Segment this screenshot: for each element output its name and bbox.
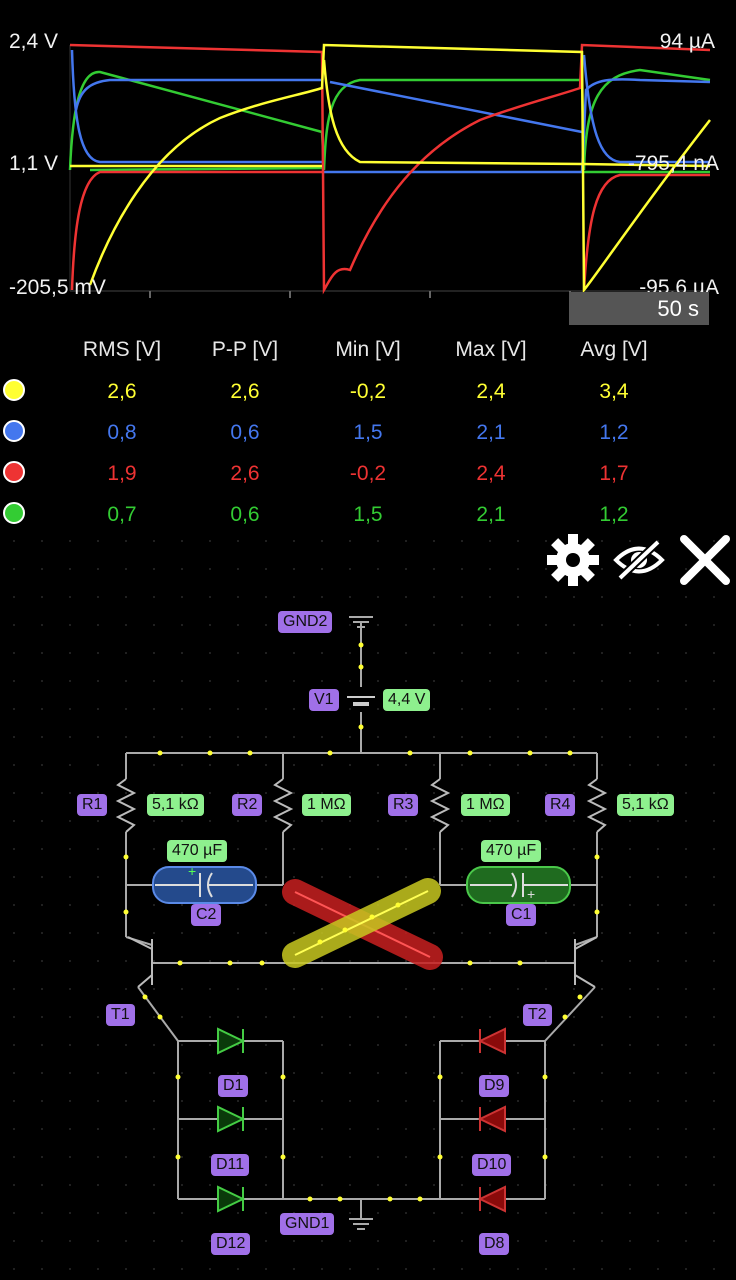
gear-icon xyxy=(547,534,599,586)
trace-red xyxy=(69,43,711,295)
cross-wire-yellow[interactable] xyxy=(282,878,441,968)
transistor-t2[interactable] xyxy=(574,936,598,988)
channel-1-indicator[interactable] xyxy=(3,420,25,442)
trace-red-low xyxy=(70,170,710,291)
channel-0-indicator[interactable] xyxy=(3,379,25,401)
transistor-t1[interactable] xyxy=(127,936,153,988)
stat-value: 1,5 xyxy=(353,421,383,444)
stat-value: 0,6 xyxy=(230,503,260,526)
hide-button[interactable] xyxy=(610,533,668,587)
stat-value: 1,5 xyxy=(353,503,383,526)
trace-green xyxy=(68,68,711,171)
current-dots xyxy=(123,642,600,1202)
right-axis-mid: -795,4 nA xyxy=(627,152,719,175)
stat-value: 2,6 xyxy=(107,380,137,403)
stat-value: 1,9 xyxy=(107,462,137,485)
left-axis-mid: 1,1 V xyxy=(9,152,59,175)
v1-battery-symbol[interactable] xyxy=(347,696,375,706)
settings-button[interactable] xyxy=(544,533,602,587)
capacitor-c2-symbol xyxy=(155,872,253,898)
circuit-schematic[interactable]: + + xyxy=(0,527,736,1280)
scope-plot[interactable] xyxy=(0,0,736,330)
stat-value: 2,1 xyxy=(476,421,506,444)
label-d1[interactable]: D1 xyxy=(218,1075,249,1097)
value-c1[interactable]: 470 µF xyxy=(481,840,542,862)
label-c1[interactable]: C1 xyxy=(506,904,537,926)
gnd2-symbol[interactable] xyxy=(349,616,373,628)
label-t2[interactable]: T2 xyxy=(523,1004,552,1026)
time-ticks xyxy=(149,291,571,298)
circuit-canvas[interactable]: + + xyxy=(0,527,736,1280)
stat-value: 0,6 xyxy=(230,421,260,444)
capacitor-c1[interactable] xyxy=(466,866,571,904)
gnd1-symbol[interactable] xyxy=(349,1218,373,1230)
trace-yellow xyxy=(88,43,711,294)
stat-value: 2,6 xyxy=(230,380,260,403)
channel-3-indicator[interactable] xyxy=(3,502,25,524)
value-r1[interactable]: 5,1 kΩ xyxy=(147,794,204,816)
value-c2[interactable]: 470 µF xyxy=(167,840,228,862)
label-d12[interactable]: D12 xyxy=(211,1233,251,1255)
trace-green-flat xyxy=(89,166,710,174)
grid-background xyxy=(0,527,736,1280)
eye-slash-icon xyxy=(613,539,665,581)
label-r1[interactable]: R1 xyxy=(77,794,108,816)
capacitor-c2-plus: + xyxy=(188,863,196,879)
led-left-column[interactable] xyxy=(217,1027,246,1213)
stat-value: 1,2 xyxy=(599,421,629,444)
label-d8[interactable]: D8 xyxy=(479,1233,510,1255)
label-r3[interactable]: R3 xyxy=(388,794,419,816)
stat-value: 1,2 xyxy=(599,503,629,526)
capacitor-c1-symbol xyxy=(470,872,568,898)
stat-value: 2,4 xyxy=(476,380,506,403)
left-axis-top: 2,4 V xyxy=(9,30,59,53)
measurement-table: RMS [V] P-P [V] Min [V] Max [V] Avg [V] … xyxy=(0,330,736,526)
header-pp: P-P [V] xyxy=(211,338,279,361)
header-avg: Avg [V] xyxy=(580,338,648,361)
left-axis-bottom: -205,5 mV xyxy=(9,276,106,299)
stat-value: 2,6 xyxy=(230,462,260,485)
stat-value: -0,2 xyxy=(349,462,387,485)
right-axis-top: 94 µA xyxy=(659,30,715,53)
wires xyxy=(125,622,598,1219)
capacitor-c1-plus: + xyxy=(527,886,535,902)
trace-blue-upper xyxy=(74,78,322,111)
stat-value: 3,4 xyxy=(599,380,629,403)
resistors[interactable] xyxy=(115,778,608,833)
stat-value: 0,8 xyxy=(107,421,137,444)
label-d10[interactable]: D10 xyxy=(472,1154,512,1176)
value-r2[interactable]: 1 MΩ xyxy=(302,794,351,816)
value-r4[interactable]: 5,1 kΩ xyxy=(617,794,674,816)
led-right-column[interactable] xyxy=(477,1027,506,1213)
header-min: Min [V] xyxy=(335,338,401,361)
label-d11[interactable]: D11 xyxy=(211,1154,250,1176)
stat-value: 1,7 xyxy=(599,462,629,485)
trace-blue xyxy=(70,49,711,174)
oscilloscope-panel[interactable]: 2,4 V 1,1 V -205,5 mV 94 µA -795,4 nA -9… xyxy=(0,0,736,330)
trace-yellow-flat xyxy=(70,59,711,168)
close-button[interactable] xyxy=(676,533,734,587)
label-t1[interactable]: T1 xyxy=(106,1004,135,1026)
label-c2[interactable]: C2 xyxy=(191,904,222,926)
stat-value: 2,4 xyxy=(476,462,506,485)
label-r4[interactable]: R4 xyxy=(545,794,576,816)
close-icon xyxy=(680,535,730,585)
value-r3[interactable]: 1 MΩ xyxy=(461,794,510,816)
header-rms: RMS [V] xyxy=(82,338,162,361)
label-v1[interactable]: V1 xyxy=(309,689,339,711)
label-gnd2[interactable]: GND2 xyxy=(278,611,333,633)
stat-value: 2,1 xyxy=(476,503,506,526)
stat-value: -0,2 xyxy=(349,380,387,403)
stat-value: 0,7 xyxy=(107,503,137,526)
trace-blue-right xyxy=(582,54,710,164)
time-scale-indicator[interactable]: 50 s xyxy=(569,292,709,325)
label-d9[interactable]: D9 xyxy=(479,1075,510,1097)
channel-2-indicator[interactable] xyxy=(3,461,25,483)
value-v1[interactable]: 4,4 V xyxy=(383,689,431,711)
label-r2[interactable]: R2 xyxy=(232,794,263,816)
capacitor-c2[interactable] xyxy=(152,866,257,904)
label-gnd1[interactable]: GND1 xyxy=(280,1213,335,1235)
header-max: Max [V] xyxy=(455,338,527,361)
